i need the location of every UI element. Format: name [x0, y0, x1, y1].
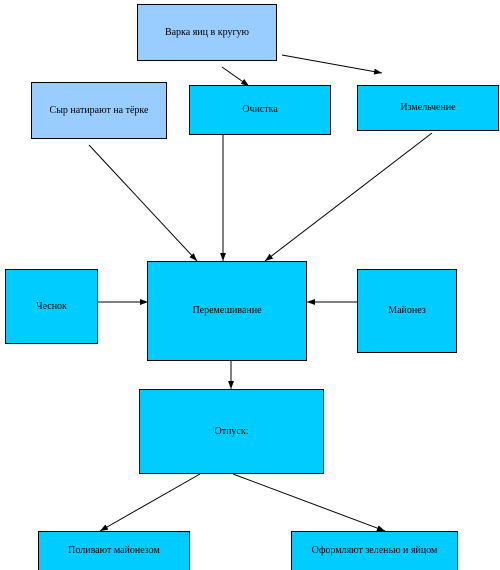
- node-grate-cheese-label: Сыр натирают на тёрке: [49, 104, 149, 116]
- node-boil-eggs-label: Варка яиц в кругую: [164, 26, 250, 38]
- arrow-serve-to-pour: [99, 473, 201, 532]
- node-mayo: Майонез: [357, 269, 457, 353]
- node-peel: Очистка: [189, 85, 331, 135]
- node-serve: Отпуск:: [139, 389, 324, 474]
- node-pour-mayo-label: Поливают майонезом: [68, 545, 160, 556]
- node-mayo-label: Майонез: [388, 305, 426, 316]
- arrow-chop-to-mix: [264, 132, 433, 262]
- node-mix-label: Перемешивание: [192, 305, 262, 316]
- node-chop: Измельчение: [357, 85, 499, 131]
- arrow-serve-to-garnish: [232, 473, 386, 532]
- node-peel-label: Очистка: [242, 104, 278, 115]
- node-grate-cheese: Сыр натирают на тёрке: [31, 82, 167, 139]
- arrow-boil-to-chop: [281, 54, 383, 75]
- node-garnish: Оформляют зеленью и яйцом: [291, 531, 458, 570]
- node-pour-mayo: Поливают майонезом: [38, 531, 190, 570]
- node-boil-eggs: Варка яиц в кругую: [137, 4, 277, 61]
- node-mix: Перемешивание: [147, 261, 307, 361]
- node-chop-label: Измельчение: [400, 102, 456, 113]
- arrow-boil-to-peel: [221, 66, 250, 87]
- arrow-cheese-to-mix: [88, 144, 198, 262]
- node-garlic-label: Чеснок: [36, 300, 67, 312]
- node-garnish-label: Оформляют зеленью и яйцом: [311, 545, 438, 556]
- node-serve-label: Отпуск:: [214, 425, 249, 437]
- node-garlic: Чеснок: [5, 269, 98, 344]
